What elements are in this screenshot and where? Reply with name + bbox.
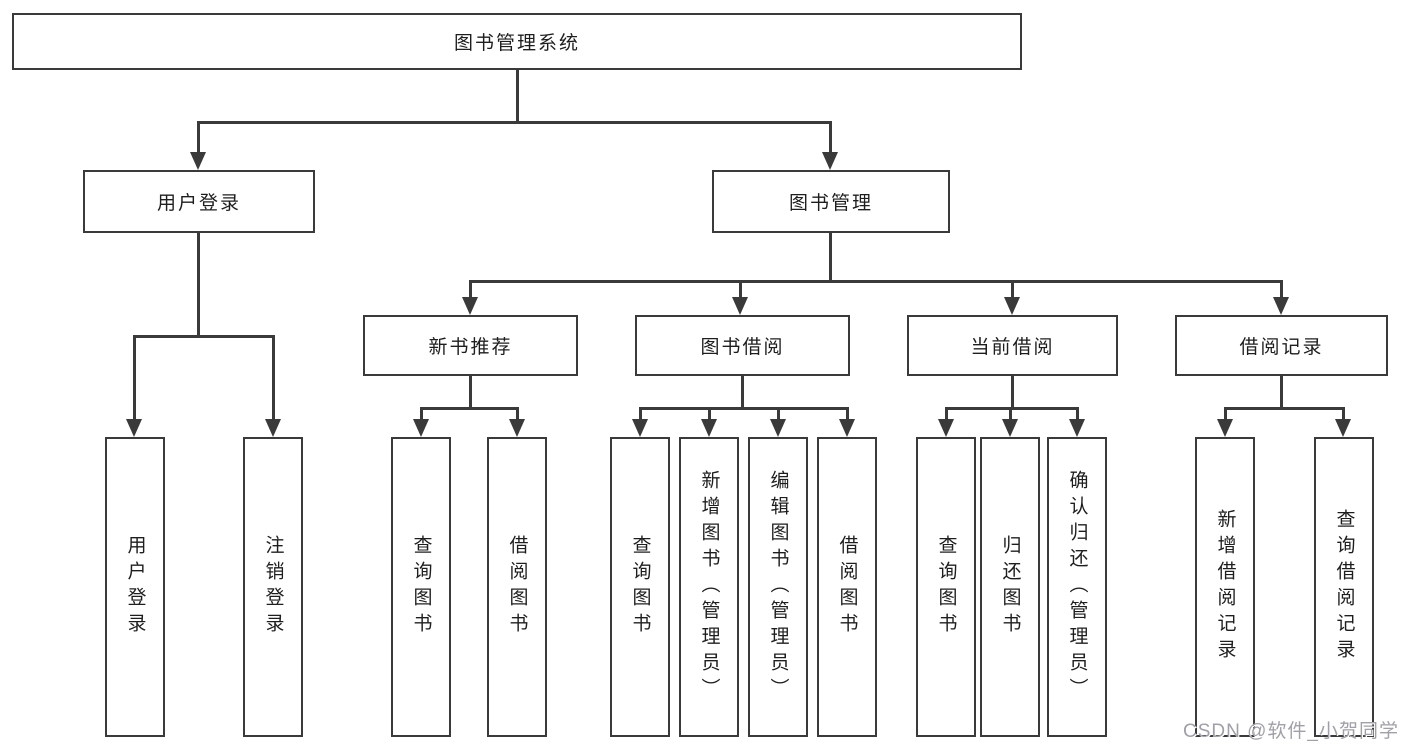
- arrow-down-icon: [509, 419, 525, 437]
- connector-current-borrow-stem: [1011, 376, 1014, 408]
- leaf-query-books-current: 查询图书: [916, 437, 976, 737]
- connector-drop-user-login: [197, 121, 200, 154]
- node-user-login: 用户登录: [83, 170, 315, 233]
- node-new-book-recommendation: 新书推荐: [363, 315, 578, 376]
- leaf-query-books-recommend: 查询图书: [391, 437, 451, 737]
- connector-new-book-stem: [469, 376, 472, 408]
- connector-book-management-horizontal: [469, 280, 1282, 283]
- connector-drop: [1076, 407, 1079, 419]
- connector-drop-book-management: [829, 121, 832, 154]
- arrow-down-icon: [938, 419, 954, 437]
- node-book-borrowing: 图书借阅: [635, 315, 850, 376]
- arrow-down-icon: [462, 297, 478, 315]
- connector-drop: [846, 407, 849, 419]
- connector-drop-leaf-user-login: [133, 335, 136, 419]
- connector-drop: [1009, 407, 1012, 419]
- connector-user-login-horizontal: [133, 335, 275, 338]
- leaf-user-login: 用户登录: [105, 437, 165, 737]
- arrow-down-icon: [1335, 419, 1351, 437]
- arrow-down-icon: [126, 419, 142, 437]
- connector-drop: [1342, 407, 1345, 419]
- arrow-down-icon: [190, 152, 206, 170]
- connector-drop: [777, 407, 780, 419]
- connector-drop: [708, 407, 711, 419]
- node-current-borrowing: 当前借阅: [907, 315, 1118, 376]
- arrow-down-icon: [822, 152, 838, 170]
- arrow-down-icon: [1002, 419, 1018, 437]
- node-borrowing-records: 借阅记录: [1175, 315, 1388, 376]
- connector-book-borrow-horizontal: [639, 407, 849, 410]
- leaf-borrow-books: 借阅图书: [817, 437, 877, 737]
- arrow-down-icon: [632, 419, 648, 437]
- connector-drop: [516, 407, 519, 419]
- leaf-confirm-return-admin: 确认归还（管理员）: [1047, 437, 1107, 737]
- connector-drop: [945, 407, 948, 419]
- connector-drop: [639, 407, 642, 419]
- connector-book-management-stem: [829, 233, 832, 281]
- leaf-return-books: 归还图书: [980, 437, 1040, 737]
- arrow-down-icon: [1004, 297, 1020, 315]
- leaf-logout: 注销登录: [243, 437, 303, 737]
- connector-drop: [420, 407, 423, 419]
- arrow-down-icon: [1069, 419, 1085, 437]
- arrow-down-icon: [839, 419, 855, 437]
- leaf-borrow-books-recommend: 借阅图书: [487, 437, 547, 737]
- leaf-add-books-admin: 新增图书（管理员）: [679, 437, 739, 737]
- arrow-down-icon: [413, 419, 429, 437]
- connector-user-login-stem: [197, 233, 200, 336]
- arrow-down-icon: [265, 419, 281, 437]
- connector-current-borrow-horizontal: [945, 407, 1079, 410]
- leaf-query-borrow-record: 查询借阅记录: [1314, 437, 1374, 737]
- watermark-text: CSDN @软件_小贺同学: [1183, 721, 1399, 742]
- leaf-edit-books-admin: 编辑图书（管理员）: [748, 437, 808, 737]
- connector-drop-book-borrow: [739, 280, 742, 297]
- connector-root-stem: [516, 70, 519, 122]
- connector-drop-current-borrow: [1011, 280, 1014, 297]
- leaf-query-books-borrow: 查询图书: [610, 437, 670, 737]
- arrow-down-icon: [770, 419, 786, 437]
- leaf-add-borrow-record: 新增借阅记录: [1195, 437, 1255, 737]
- node-library-management-system: 图书管理系统: [12, 13, 1022, 70]
- node-book-management: 图书管理: [712, 170, 950, 233]
- connector-drop: [1224, 407, 1227, 419]
- connector-drop-new-book: [469, 280, 472, 297]
- connector-borrow-records-stem: [1280, 376, 1283, 408]
- connector-new-book-horizontal: [420, 407, 519, 410]
- connector-drop-leaf-logout: [272, 335, 275, 419]
- arrow-down-icon: [732, 297, 748, 315]
- connector-drop-borrow-records: [1280, 280, 1283, 297]
- connector-book-borrow-stem: [741, 376, 744, 408]
- arrow-down-icon: [1273, 297, 1289, 315]
- connector-borrow-records-horizontal: [1224, 407, 1345, 410]
- connector-root-horizontal: [197, 121, 831, 124]
- arrow-down-icon: [701, 419, 717, 437]
- arrow-down-icon: [1217, 419, 1233, 437]
